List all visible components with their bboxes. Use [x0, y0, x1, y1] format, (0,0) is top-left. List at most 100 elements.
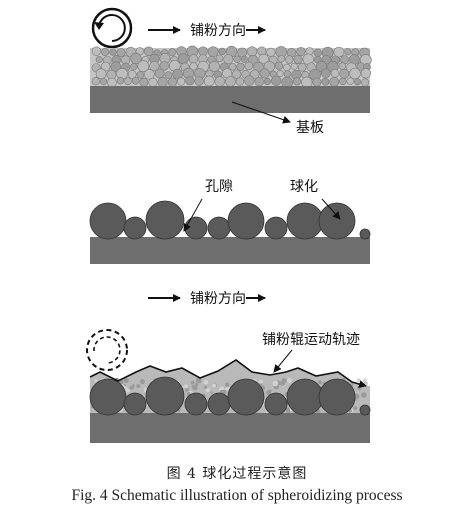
powder-particle: [258, 379, 263, 384]
roller-track-leader-line: [273, 349, 293, 373]
spreading-direction-label: 铺粉方向: [190, 23, 246, 39]
powder-particle: [167, 77, 178, 87]
spheroid-ball: [286, 202, 324, 240]
powder-particle: [137, 60, 150, 72]
powder-particle: [285, 55, 294, 64]
roller-trajectory: [89, 359, 367, 388]
powder-particle: [172, 68, 183, 80]
spheroid-ball: [184, 392, 208, 416]
powder-particle: [361, 392, 367, 398]
powder-particle: [286, 409, 291, 414]
spheroid-ball: [227, 202, 265, 240]
spheroidization-label: 球化: [290, 179, 318, 195]
spheroid-ball: [264, 216, 288, 240]
powder-particle: [244, 75, 255, 86]
roller-track-label: 铺粉辊运动轨迹: [262, 332, 360, 348]
figure-caption-chinese: 图 4 球化过程示意图: [166, 466, 308, 482]
spheroid-ball: [359, 404, 371, 416]
powder-particle: [259, 68, 270, 79]
powder-particle: [210, 391, 213, 394]
powder-particle: [185, 76, 195, 86]
powder-particle: [168, 48, 177, 57]
powder-particle: [240, 55, 248, 63]
powder-particle: [237, 47, 248, 58]
powder-particle: [233, 55, 241, 63]
powder-particle: [91, 46, 102, 56]
powder-particle: [95, 68, 107, 80]
powder-particle: [203, 379, 209, 385]
spheroid-ball: [145, 376, 185, 416]
powder-particle: [244, 61, 254, 71]
powder-particle: [109, 48, 117, 56]
powder-particle: [283, 70, 292, 78]
powder-particle: [356, 378, 361, 383]
powder-particle: [139, 379, 146, 385]
spheroid-ball: [207, 392, 231, 416]
powder-particle: [263, 77, 272, 85]
powder-particle: [272, 380, 279, 387]
powder-particle: [318, 380, 322, 385]
powder-particle: [360, 78, 370, 87]
powder-particle: [362, 378, 367, 383]
spheroidized-balls: [89, 376, 371, 416]
spheroid-ball: [123, 392, 147, 416]
powder-particle: [312, 77, 322, 87]
powder-particle: [277, 55, 286, 63]
roller-dashed-icon: [86, 329, 128, 371]
powder-particle: [139, 77, 149, 87]
powder-particle: [144, 387, 147, 391]
powder-particle: [321, 77, 330, 86]
powder-particle: [99, 77, 108, 86]
powder-particle: [194, 386, 198, 390]
spheroid-ball: [89, 378, 127, 416]
powder-particle: [219, 389, 224, 394]
powder-particle: [107, 77, 117, 88]
powder-particle: [116, 77, 125, 85]
powder-particle: [329, 76, 340, 87]
pore-leader-line: [183, 198, 203, 232]
spheroid-ball: [286, 378, 324, 416]
spheroidized-balls: [89, 200, 371, 240]
powder-particle: [188, 54, 199, 64]
spheroid-ball: [318, 378, 356, 416]
powder-particle: [164, 71, 173, 79]
spheroid-ball: [184, 216, 208, 240]
powder-particle: [203, 75, 215, 87]
powder-particle: [94, 379, 98, 383]
powder-particle: [130, 63, 138, 71]
powder-particle: [225, 76, 236, 87]
powder-particle: [191, 385, 195, 389]
powder-particle: [177, 53, 189, 65]
powder-particle: [286, 378, 292, 383]
panel-powder-spreading: 铺粉方向 基板: [90, 7, 372, 136]
powder-particle: [218, 47, 226, 56]
powder-particle: [266, 47, 276, 57]
powder-particle: [148, 77, 158, 87]
spheroid-ball: [145, 200, 185, 240]
powder-particle: [339, 68, 350, 79]
powder-particle: [205, 387, 210, 393]
powder-particle: [330, 69, 340, 78]
powder-particle: [208, 60, 220, 72]
powder-particle: [354, 393, 360, 399]
substrate-leader-line: [231, 101, 291, 124]
powder-particle: [177, 77, 186, 86]
powder-particle: [297, 62, 307, 72]
powder-particle: [110, 61, 122, 73]
powder-particle: [258, 53, 269, 65]
panel-respreading: 铺粉方向 铺粉辊运动轨迹: [86, 291, 371, 443]
powder-particle: [320, 68, 331, 79]
powder-particle: [353, 406, 358, 411]
powder-particle: [344, 48, 352, 56]
powder-particle: [293, 77, 302, 86]
panel-spheroidization: 孔隙 球化: [89, 179, 371, 264]
spheroid-ball: [227, 378, 265, 416]
powder-particle: [212, 383, 217, 388]
powder-particle: [194, 76, 204, 86]
powder-particle: [203, 385, 208, 389]
spheroid-ball: [207, 216, 231, 240]
powder-particle: [101, 47, 110, 57]
powder-particle: [290, 62, 298, 70]
powder-particle: [228, 63, 237, 71]
